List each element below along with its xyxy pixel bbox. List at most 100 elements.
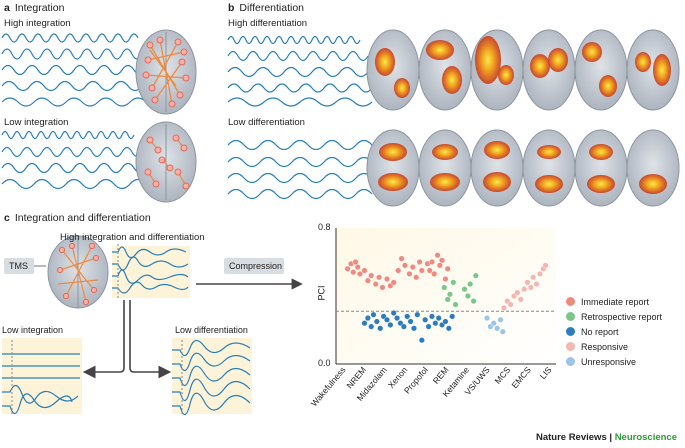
data-point-no-report: [449, 313, 456, 320]
journal-section: Neuroscience: [614, 432, 677, 443]
data-point-no-report: [368, 323, 375, 330]
high-integration-brain: [135, 29, 197, 115]
high-differentiation-waves: [227, 35, 373, 107]
data-point-no-report: [418, 337, 425, 344]
low-integration-label: Low integration: [4, 117, 69, 128]
data-point-no-report: [390, 310, 397, 317]
data-point-immediate-report: [368, 272, 375, 279]
data-point-immediate-report: [364, 277, 371, 284]
data-point-responsive: [536, 270, 543, 277]
legend-label-no-report: No report: [581, 326, 619, 337]
legend-item-retrospective: Retrospective report: [566, 309, 662, 324]
journal-name: Nature Reviews: [535, 432, 607, 443]
data-point-immediate-report: [434, 252, 441, 259]
x-tick-label: EMCS: [509, 365, 533, 390]
data-point-immediate-report: [409, 264, 416, 271]
legend-item-unresponsive: Unresponsive: [566, 354, 662, 369]
low-integration-waves: [1, 130, 147, 190]
legend-label-retrospective: Retrospective report: [581, 311, 663, 322]
high-int-diff-label: High integration and differentiation: [60, 232, 205, 243]
data-point-retrospective-report: [444, 296, 451, 303]
data-point-retrospective-report: [470, 298, 477, 305]
legend-dot-retrospective: [566, 312, 575, 321]
data-point-immediate-report: [372, 281, 379, 288]
low-integration-waves-c: [2, 338, 82, 415]
data-point-immediate-report: [401, 262, 408, 269]
data-point-no-report: [410, 325, 417, 332]
panel-c-brain: [47, 235, 109, 309]
data-point-immediate-report: [406, 270, 413, 277]
data-point-immediate-report: [356, 270, 363, 277]
data-point-immediate-report: [379, 284, 386, 291]
data-point-no-report: [370, 311, 377, 318]
compression-label: Compression: [229, 261, 283, 271]
data-point-no-report: [400, 323, 407, 330]
legend-label-immediate: Immediate report: [581, 296, 650, 307]
data-point-unresponsive: [494, 325, 501, 332]
data-point-retrospective-report: [441, 284, 448, 291]
data-point-no-report: [445, 325, 452, 332]
panel-c-letter: c: [4, 212, 10, 224]
data-point-immediate-report: [418, 267, 425, 274]
chart-background: [336, 228, 556, 364]
data-point-responsive: [521, 286, 528, 293]
data-point-retrospective-report: [452, 301, 459, 308]
chart-legend: Immediate report Retrospective report No…: [566, 294, 662, 369]
high-differentiation-label: High differentiation: [228, 18, 308, 29]
data-point-no-report: [377, 325, 384, 332]
data-point-no-report: [383, 316, 390, 323]
legend-label-responsive: Responsive: [581, 341, 629, 352]
x-tick-label: LIS: [538, 365, 554, 381]
data-point-immediate-report: [398, 255, 405, 262]
panel-c-title: c Integration and differentiation: [4, 212, 151, 224]
panel-c-title-text: Integration and differentiation: [14, 212, 151, 224]
legend-dot-no-report: [566, 327, 575, 336]
tms-box: [4, 258, 34, 274]
data-point-responsive: [542, 262, 549, 269]
panel-c-tms-waves: [112, 244, 190, 300]
data-point-no-report: [373, 318, 380, 325]
low-differentiation-label: Low differentiation: [228, 117, 305, 128]
data-point-no-report: [407, 318, 414, 325]
data-point-immediate-report: [428, 259, 435, 266]
data-point-immediate-report: [344, 265, 351, 272]
y-tick-top: 0.8: [318, 222, 331, 232]
data-point-immediate-report: [350, 269, 357, 276]
data-point-responsive: [533, 281, 540, 288]
high-differentiation-brains: [366, 29, 680, 111]
data-point-immediate-report: [390, 279, 397, 286]
data-point-unresponsive: [497, 316, 504, 323]
data-point-retrospective-report: [450, 279, 457, 286]
data-point-responsive: [530, 274, 537, 281]
journal-credit: Nature Reviews | Neuroscience: [536, 432, 677, 443]
legend-item-responsive: Responsive: [566, 339, 662, 354]
data-point-immediate-report: [413, 274, 420, 281]
data-point-retrospective-report: [464, 293, 471, 300]
data-point-no-report: [404, 313, 411, 320]
data-point-immediate-report: [431, 270, 438, 277]
low-integration-brain: [135, 121, 197, 203]
high-integration-label: High integration: [4, 18, 71, 29]
data-point-immediate-report: [436, 262, 443, 269]
data-point-unresponsive: [499, 328, 506, 335]
panel-b-title-text: Differentiation: [239, 2, 305, 14]
low-differentiation-c-label: Low differentiation: [175, 325, 248, 335]
data-point-responsive: [524, 279, 531, 286]
data-point-no-report: [432, 320, 439, 327]
data-point-no-report: [361, 320, 368, 327]
data-point-immediate-report: [361, 267, 368, 274]
data-point-no-report: [414, 311, 421, 318]
legend-item-no-report: No report: [566, 324, 662, 339]
data-point-immediate-report: [444, 265, 451, 272]
low-integration-c-label: Low integration: [2, 325, 64, 335]
data-point-immediate-report: [439, 257, 446, 264]
y-axis-label: PCI: [316, 285, 327, 301]
data-point-retrospective-report: [467, 281, 474, 288]
credit-separator: |: [609, 432, 613, 443]
legend-label-unresponsive: Unresponsive: [581, 356, 637, 367]
data-point-no-report: [435, 315, 442, 322]
